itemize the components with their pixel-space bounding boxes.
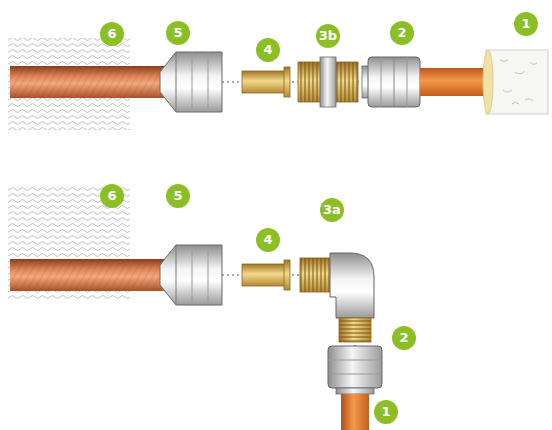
callout-number: 3b: [316, 24, 340, 48]
callout-number: 1: [374, 400, 398, 424]
callout-number: 6: [100, 22, 124, 46]
callout-number: 6: [100, 184, 124, 208]
callout-number: 4: [256, 228, 280, 252]
bottom-assembly: [8, 185, 382, 430]
callout-number: 4: [256, 38, 280, 62]
callout-number: 5: [166, 184, 190, 208]
top-assembly: [8, 38, 548, 130]
callout-number: 3a: [320, 198, 344, 222]
callout-number: 2: [392, 326, 416, 350]
callout-number: 5: [166, 21, 190, 45]
callout-number: 1: [514, 12, 538, 36]
callout-number: 2: [390, 21, 414, 45]
